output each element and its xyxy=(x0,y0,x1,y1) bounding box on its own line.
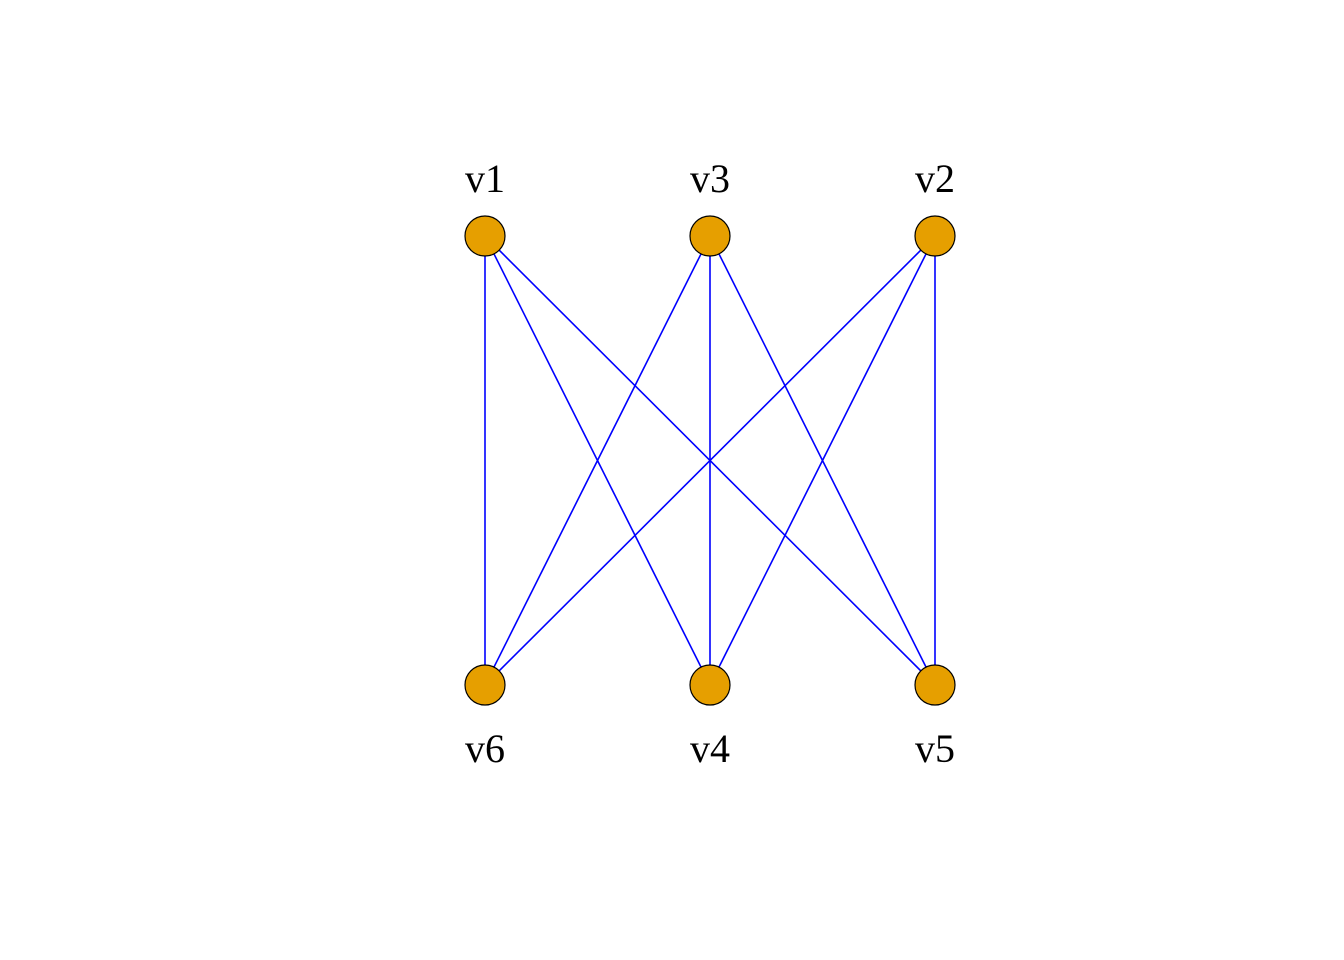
edge-v2-v4 xyxy=(709,235,936,686)
node-v1 xyxy=(464,215,506,257)
node-v4 xyxy=(689,664,731,706)
node-label-v5: v5 xyxy=(915,726,955,771)
node-v6 xyxy=(464,664,506,706)
edges-layer xyxy=(484,235,936,686)
node-label-v3: v3 xyxy=(690,156,730,201)
node-v5 xyxy=(914,664,956,706)
node-v3 xyxy=(689,215,731,257)
edge-v3-v6 xyxy=(484,235,711,686)
labels-layer: v1 v3 v2 v6 v4 v5 xyxy=(465,156,955,771)
node-label-v2: v2 xyxy=(915,156,955,201)
nodes-layer xyxy=(464,215,956,706)
node-label-v4: v4 xyxy=(690,726,730,771)
node-label-v1: v1 xyxy=(465,156,505,201)
edge-v2-v6 xyxy=(484,235,936,686)
node-label-v6: v6 xyxy=(465,726,505,771)
node-v2 xyxy=(914,215,956,257)
